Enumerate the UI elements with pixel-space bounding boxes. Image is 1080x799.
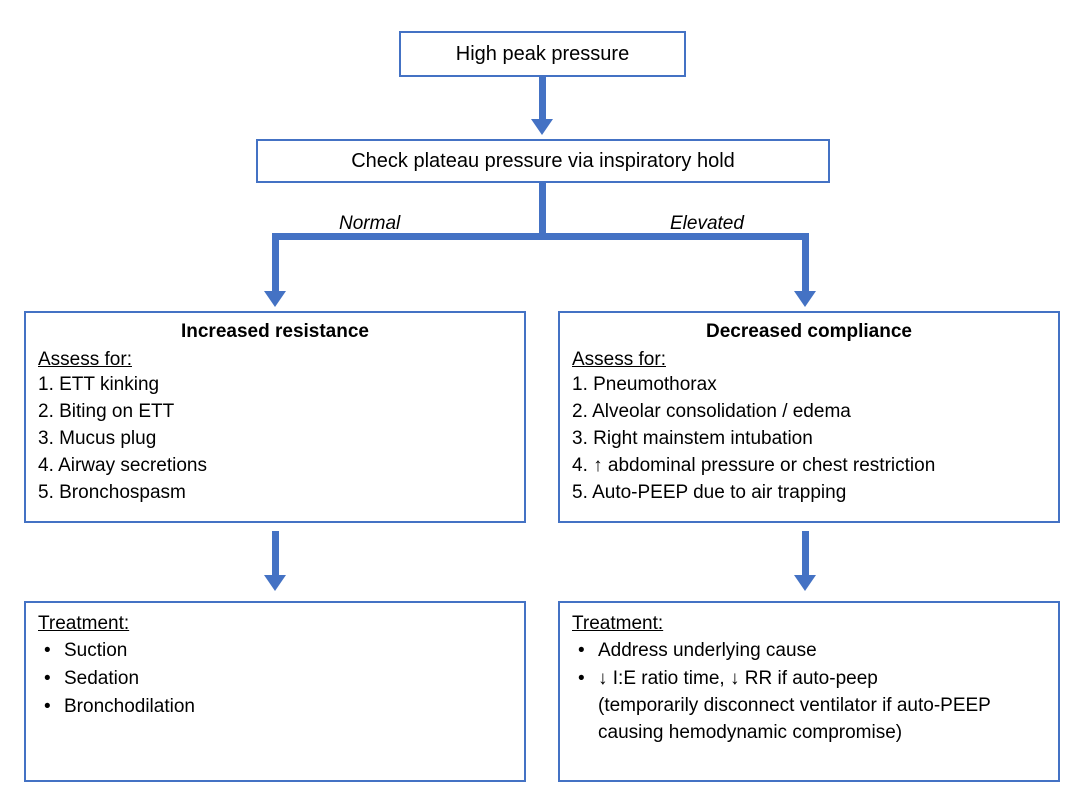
connector-right-to-treatment-arrowhead: [794, 575, 816, 591]
connector-split-right-arrowhead: [794, 291, 816, 307]
node-right-treatment[interactable]: Treatment: Address underlying cause ↓ I:…: [558, 601, 1060, 782]
list-item: ↓ I:E ratio time, ↓ RR if auto-peep (tem…: [574, 666, 1050, 747]
list-item: 4. ↑ abdominal pressure or chest restric…: [572, 455, 936, 477]
node-decreased-compliance[interactable]: Decreased compliance Assess for: 1. Pneu…: [558, 311, 1060, 523]
connector-split-stem: [539, 183, 546, 239]
right-assess-for-label: Assess for:: [572, 348, 666, 370]
branch-label-elevated: Elevated: [670, 213, 744, 234]
list-item: 1. Pneumothorax: [572, 374, 717, 396]
right-treatment-label: Treatment:: [572, 613, 664, 634]
list-item: Suction: [40, 638, 516, 665]
connector-split-right-drop: [802, 233, 809, 295]
connector-split-bar: [272, 233, 809, 240]
right-assess-list: 1. Pneumothorax 2. Alveolar consolidatio…: [560, 372, 1058, 507]
node-check-plateau-pressure[interactable]: Check plateau pressure via inspiratory h…: [256, 139, 830, 183]
node-high-peak-pressure[interactable]: High peak pressure: [399, 31, 686, 77]
list-item: 5. Auto-PEEP due to air trapping: [572, 482, 847, 504]
connector-root-to-check-arrowhead: [531, 119, 553, 135]
connector-split-left-arrowhead: [264, 291, 286, 307]
connector-root-to-check-line: [539, 77, 546, 123]
node-high-peak-pressure-label: High peak pressure: [455, 42, 630, 65]
list-item: 2. Biting on ETT: [38, 401, 175, 423]
list-item: 3. Mucus plug: [38, 428, 157, 450]
list-item: 1. ETT kinking: [38, 374, 160, 396]
connector-split-left-drop: [272, 233, 279, 295]
connector-left-to-treatment-arrowhead: [264, 575, 286, 591]
list-item: Bronchodilation: [40, 694, 516, 721]
list-item: 2. Alveolar consolidation / edema: [572, 401, 851, 423]
node-increased-resistance[interactable]: Increased resistance Assess for: 1. ETT …: [24, 311, 526, 523]
node-left-treatment[interactable]: Treatment: Suction Sedation Bronchodilat…: [24, 601, 526, 782]
connector-left-to-treatment-line: [272, 531, 279, 579]
node-increased-resistance-heading: Increased resistance: [180, 321, 369, 342]
left-treatment-list: Suction Sedation Bronchodilation: [26, 638, 524, 721]
left-assess-list: 1. ETT kinking 2. Biting on ETT 3. Mucus…: [26, 372, 524, 507]
list-item-continuation-line: causing hemodynamic compromise): [598, 721, 903, 743]
list-item-line: ↓ I:E ratio time, ↓ RR if auto-peep: [598, 667, 878, 689]
list-item: 4. Airway secretions: [38, 455, 207, 477]
list-item: Sedation: [40, 666, 516, 693]
left-treatment-label: Treatment:: [38, 613, 130, 634]
connector-right-to-treatment-line: [802, 531, 809, 579]
list-item-continuation-line: (temporarily disconnect ventilator if au…: [598, 694, 991, 716]
list-item: 5. Bronchospasm: [38, 482, 186, 504]
node-decreased-compliance-heading: Decreased compliance: [706, 321, 912, 342]
list-item: Address underlying cause: [574, 638, 1050, 665]
right-treatment-list: Address underlying cause ↓ I:E ratio tim…: [560, 638, 1058, 747]
node-check-plateau-pressure-label: Check plateau pressure via inspiratory h…: [351, 149, 735, 172]
list-item: 3. Right mainstem intubation: [572, 428, 813, 450]
branch-label-normal: Normal: [339, 213, 401, 234]
left-assess-for-label: Assess for:: [38, 348, 132, 370]
